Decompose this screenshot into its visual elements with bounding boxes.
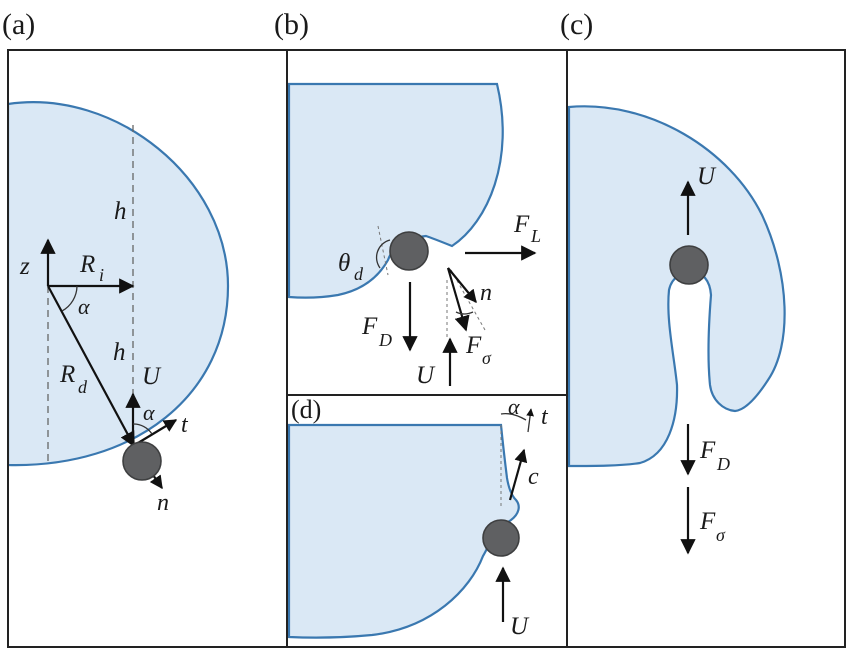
label-r-d: R (59, 361, 75, 388)
label-t-d: t (541, 404, 549, 430)
label-r-i: R (79, 251, 95, 278)
contact-tangent (377, 225, 389, 276)
particle-a (122, 441, 162, 481)
label-n-a: n (157, 490, 169, 516)
label-f-d-c: F (699, 437, 716, 464)
c-arrow (508, 448, 528, 501)
label-h-lower: h (113, 339, 126, 366)
label-sub-d-b: D (378, 330, 392, 350)
label-u-a: U (142, 363, 162, 390)
label-sub-l: L (530, 226, 541, 246)
particle-c (669, 245, 709, 285)
panel-c-border (566, 49, 846, 648)
label-sub-d-c: D (716, 454, 730, 474)
droplet-c (567, 105, 786, 468)
n-arrow-b (447, 267, 477, 304)
label-f-sigma-c: F (699, 508, 716, 535)
theta-arc (375, 239, 391, 269)
label-f-sigma-b: F (465, 332, 482, 359)
panel-b: θ d F L F D n F σ U (287, 82, 541, 389)
panel-label-c: (c) (560, 8, 593, 41)
panel-label-b: (b) (274, 8, 309, 41)
panel-c: U F D F σ (567, 105, 786, 555)
label-sub-d-theta: d (354, 264, 364, 284)
alpha-arc-lower (132, 423, 153, 435)
label-sub-sigma-c: σ (716, 525, 726, 545)
label-sub-sigma-b: σ (482, 348, 492, 368)
label-alpha-d: α (508, 394, 520, 419)
panel-a: h z R i α h R d U α t n (8, 101, 230, 516)
label-sub-i: i (99, 265, 104, 285)
panel-label-d: (d) (291, 395, 321, 424)
label-theta: θ (338, 250, 350, 277)
panel-label-a: (a) (2, 8, 35, 41)
label-f-l: F (513, 211, 530, 238)
label-c: c (528, 464, 539, 490)
label-u-c: U (697, 163, 717, 190)
label-n-b: n (480, 280, 492, 306)
fsigma-arrow-b (446, 267, 470, 332)
label-u-b: U (416, 362, 436, 389)
alpha-arc-d (500, 412, 527, 421)
label-alpha-lower: α (143, 400, 155, 425)
label-z: z (19, 253, 30, 280)
panel-d: (d) α t c U (287, 394, 549, 640)
particle-d (482, 519, 520, 557)
rd-arrow (47, 285, 135, 448)
angle-arc-b (455, 311, 474, 315)
label-f-d-b: F (361, 313, 378, 340)
label-sub-d: d (78, 377, 88, 397)
label-u-d: U (510, 613, 530, 640)
alpha-arc-upper (61, 285, 78, 312)
droplet-a (8, 101, 230, 467)
label-t-a: t (181, 412, 189, 438)
label-alpha-upper: α (78, 294, 90, 319)
t-arrow-d (526, 408, 534, 433)
particle-b (389, 231, 429, 271)
label-h-upper: h (114, 198, 127, 225)
